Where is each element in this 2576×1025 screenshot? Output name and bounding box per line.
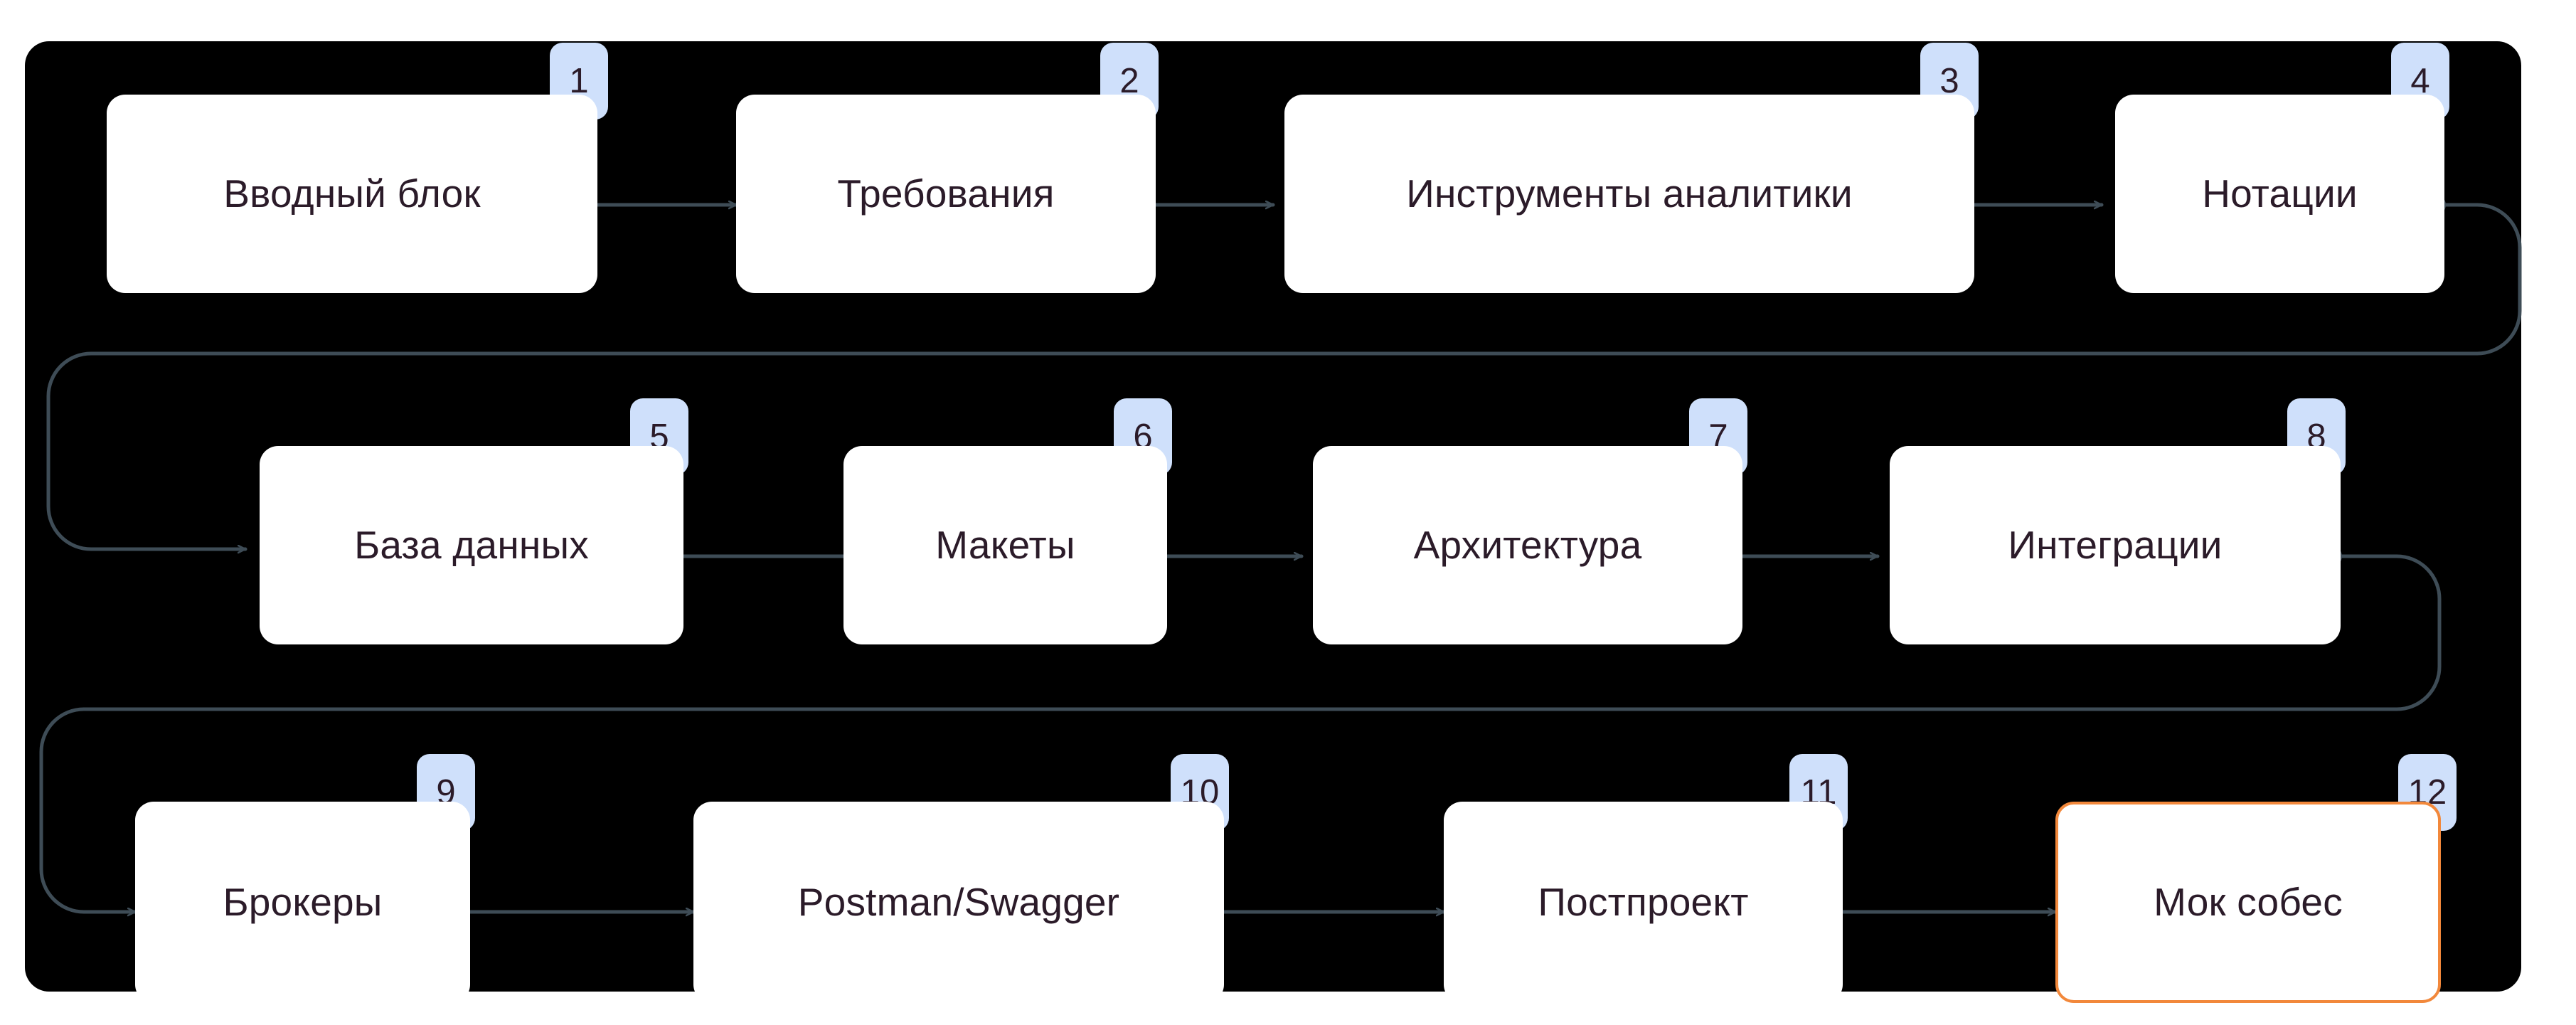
flow-card-label: База данных [354,523,589,567]
step-number: 1 [569,61,589,100]
flow-card-label: Postman/Swagger [797,880,1120,924]
step-number: 3 [1939,61,1959,100]
flow-card-label: Мок собес [2154,880,2343,924]
flow-card-1[interactable]: Вводный блок [107,95,597,293]
flow-card-label: Требования [837,171,1055,216]
flow-card-9[interactable]: Брокеры [135,802,470,1003]
flow-card-2[interactable]: Требования [736,95,1156,293]
flow-card-12[interactable]: Мок собес [2055,802,2441,1003]
step-number: 4 [2410,61,2430,100]
flow-card-label: Интеграции [2008,523,2223,567]
flow-card-label: Постпроект [1538,880,1749,924]
flow-card-11[interactable]: Постпроект [1444,802,1843,1003]
flow-card-label: Архитектура [1413,523,1642,567]
flow-card-label: Брокеры [223,880,383,924]
flow-card-6[interactable]: Макеты [843,446,1167,644]
flow-card-8[interactable]: Интеграции [1890,446,2341,644]
flow-card-label: Макеты [935,523,1075,567]
flow-card-label: Инструменты аналитики [1406,171,1853,216]
flow-card-4[interactable]: Нотации [2115,95,2444,293]
step-number: 2 [1119,61,1139,100]
flow-card-5[interactable]: База данных [260,446,683,644]
flow-card-label: Вводный блок [223,171,481,216]
flow-card-label: Нотации [2202,171,2358,216]
flow-card-10[interactable]: Postman/Swagger [693,802,1224,1003]
flow-card-3[interactable]: Инструменты аналитики [1284,95,1974,293]
flow-card-7[interactable]: Архитектура [1313,446,1742,644]
